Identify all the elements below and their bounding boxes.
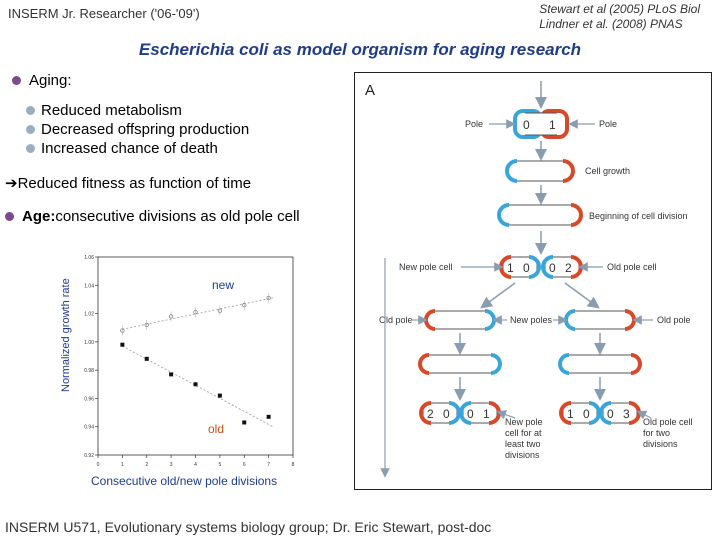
num-mid-a: 1 [507,261,514,275]
point-old [193,382,198,387]
reference-1: Stewart et al (2005) PLoS Biol [539,2,700,16]
division-diagram-panel: A 0 1 Pole Pole Cell growth Beginning of… [354,72,712,490]
label-cell-growth: Cell growth [585,166,630,176]
x-axis-label: Consecutive old/new pole divisions [91,474,278,488]
title-rest: as model organism for aging research [268,40,582,59]
panel-label: A [365,82,375,99]
point-old [169,372,174,377]
title-species: Escherichia coli [138,40,269,59]
age-rest: consecutive divisions as old pole cell [55,208,300,225]
subbullet-1: Reduced metabolism [26,101,249,120]
y-tick-label: 1.06 [84,255,94,261]
y-tick-label: 1.00 [84,340,94,346]
x-tick-label: 6 [243,462,246,468]
slide-title: Escherichia coli as model organism for a… [0,40,720,60]
num-top-left: 0 [523,118,530,132]
num-br-c: 0 [607,407,614,421]
y-tick-label: 1.04 [84,283,94,289]
label-old-pole-two-1: Old pole cell [643,417,693,427]
num-top-right: 1 [549,118,556,132]
reduced-fitness-line: ➔Reduced fitness as function of time [5,174,251,192]
y-tick-label: 0.98 [84,368,94,374]
subbullet-2: Decreased offspring production [26,120,249,139]
growth-rate-chart: 0 1 2 3 4 5 6 7 8 0.92 0.94 0.96 0.98 1.00 1.02 1.04 1.0… [84,255,295,468]
label-new-poles: New poles [510,315,553,325]
reference-2: Lindner et al. (2008) PNAS [539,17,683,31]
x-tick-label: 5 [218,462,221,468]
reduced-fitness-text: Reduced fitness as function of time [17,175,252,192]
label-pole-right: Pole [599,119,617,129]
x-tick-label: 7 [267,462,270,468]
y-tick-label: 0.96 [84,396,94,402]
subbullet-3: Increased chance of death [26,139,249,158]
num-br-a: 1 [567,407,574,421]
point-old [217,393,222,398]
y-tick-label: 0.92 [84,453,94,459]
label-old-pole-right: Old pole [657,315,691,325]
num-bl-a: 2 [427,407,434,421]
subbullet-dot-icon [26,125,35,134]
subbullet-dot-icon [26,144,35,153]
label-old-pole-two-3: divisions [643,439,678,449]
x-tick-label: 1 [121,462,124,468]
label-pole-left: Pole [465,119,483,129]
y-tick-label: 0.94 [84,425,94,431]
x-tick-label: 2 [145,462,148,468]
x-tick-label: 3 [170,462,173,468]
series-label-old: old [208,422,224,436]
label-old-pole-cell: Old pole cell [607,262,657,272]
label-new-pole-two-4: divisions [505,450,540,460]
y-tick-label: 1.02 [84,312,94,318]
label-new-pole-cell: New pole cell [399,262,453,272]
point-old [120,342,125,347]
x-tick-label: 4 [194,462,197,468]
label-old-pole-two-2: for two [643,428,670,438]
num-br-b: 0 [583,407,590,421]
footer-credit: INSERM U571, Evolutionary systems biolog… [5,519,492,535]
bullet-aging: Aging: [12,72,72,89]
cell-fill [525,113,557,135]
point-old [144,356,149,361]
label-new-pole-two-2: cell for at [505,428,542,438]
bullet-aging-text: Aging: [29,72,72,89]
plot-frame [97,256,294,456]
num-mid-c: 0 [549,261,556,275]
fit-line-new [122,297,274,330]
right-arrow-icon: ➔ [5,175,18,192]
x-tick-label: 0 [97,462,100,468]
num-bl-b: 0 [443,407,450,421]
y-axis-label: Normalized growth rate [60,278,72,392]
point-old [242,420,247,425]
bullet-age: Age: consecutive divisions as old pole c… [5,208,300,225]
point-old [266,414,271,419]
num-br-d: 3 [623,407,630,421]
num-bl-c: 0 [467,407,474,421]
label-beginning-division: Beginning of cell division [589,211,688,221]
series-label-new: new [212,278,234,292]
subbullet-dot-icon [26,106,35,115]
x-tick-label: 8 [292,462,295,468]
header-left: INSERM Jr. Researcher ('06-'09') [8,6,200,21]
bullet-dot-icon [12,76,21,85]
label-new-pole-two-3: least two [505,439,541,449]
label-old-pole-left: Old pole [379,315,413,325]
num-mid-d: 2 [565,261,572,275]
subbullet-1-text: Reduced metabolism [41,102,182,119]
age-bold: Age: [22,208,56,225]
bullet-dot-icon [5,212,14,221]
subbullet-3-text: Increased chance of death [41,140,218,157]
label-new-pole-two-1: New pole [505,417,543,427]
subbullet-2-text: Decreased offspring production [41,121,250,138]
header-references: Stewart et al (2005) PLoS Biol Lindner e… [539,2,700,32]
division-diagram: A 0 1 Pole Pole Cell growth Beginning of… [365,81,693,478]
num-mid-b: 0 [523,261,530,275]
num-bl-d: 1 [483,407,490,421]
aging-subbullets: Reduced metabolism Decreased offspring p… [26,101,249,158]
